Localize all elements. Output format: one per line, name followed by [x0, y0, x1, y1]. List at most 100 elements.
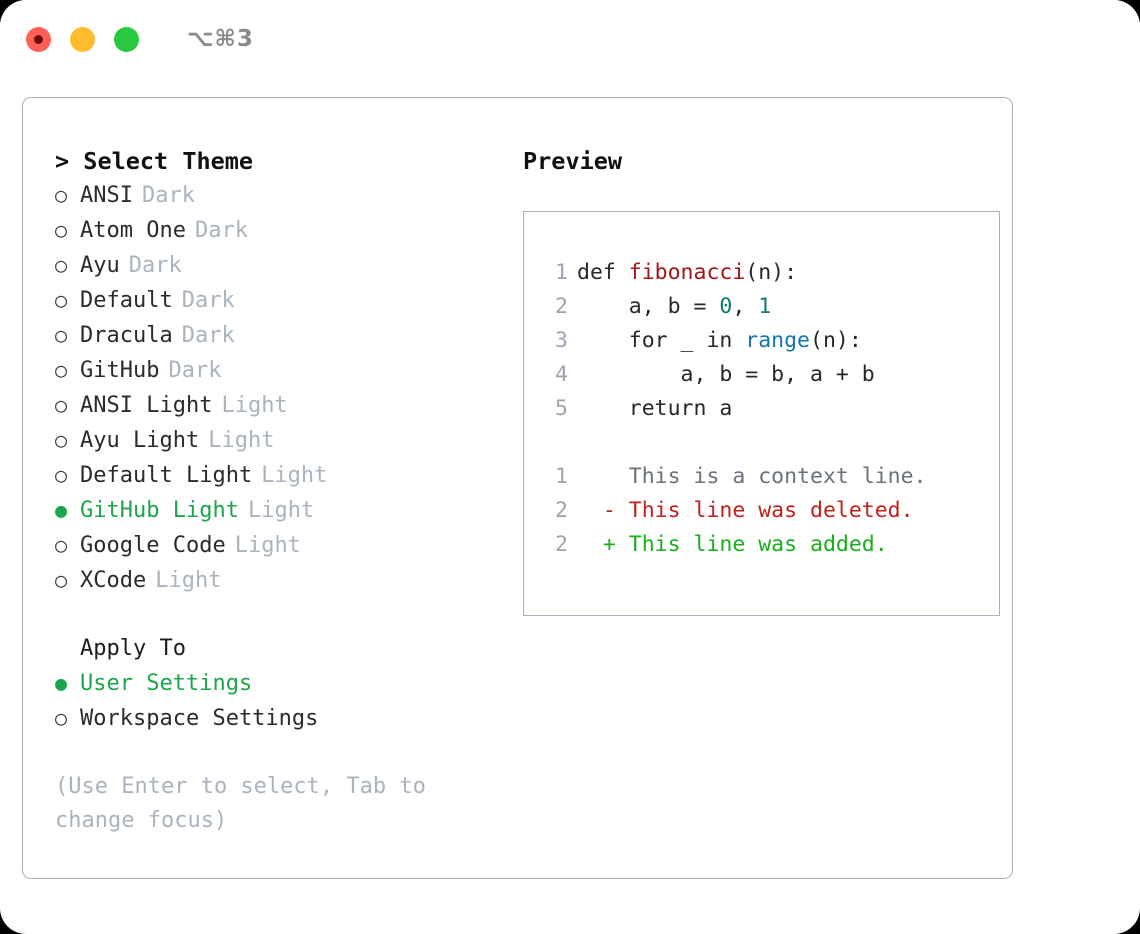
theme-option-label: XCode: [80, 568, 147, 593]
theme-option-label: Default: [80, 288, 173, 313]
code-line-number: 3: [555, 328, 568, 353]
diff-line-text: This line was added.: [615, 532, 888, 557]
code-line: 4 a, b = b, a + b: [542, 358, 999, 392]
code-token-func: fibonacci: [628, 260, 746, 285]
code-line: 3 for _ in range(n):: [542, 324, 999, 358]
close-window-button[interactable]: [26, 26, 51, 52]
code-line: 1 def fibonacci(n):: [542, 256, 999, 290]
code-line-number: 4: [555, 362, 568, 387]
theme-option-row[interactable]: ○ ANSI Dark: [55, 178, 501, 213]
theme-variant-tag: Dark: [181, 323, 235, 348]
diff-line: 2 + This line was added.: [542, 528, 999, 562]
apply-to-option-row[interactable]: ● User Settings: [55, 666, 501, 701]
code-token-plain: return a: [577, 396, 733, 421]
radio-selected-icon[interactable]: ●: [55, 671, 68, 695]
theme-option-row[interactable]: ● GitHub Light Light: [55, 493, 501, 528]
diff-line-text: This line was deleted.: [615, 498, 914, 523]
theme-variant-tag: Light: [221, 393, 288, 418]
theme-variant-tag: Light: [247, 498, 315, 523]
theme-variant-tag: Dark: [128, 253, 182, 278]
radio-unselected-icon[interactable]: ○: [55, 533, 68, 557]
radio-selected-icon[interactable]: ●: [55, 498, 68, 522]
radio-unselected-icon[interactable]: ○: [55, 183, 68, 207]
theme-option-row[interactable]: ○ GitHub Dark: [55, 353, 501, 388]
theme-option-label: Dracula: [80, 323, 173, 348]
theme-option-label: ANSI: [80, 183, 133, 208]
code-token-plain: for _ in: [577, 328, 746, 353]
theme-variant-tag: Dark: [181, 288, 235, 313]
keyboard-shortcut-label: ⌥⌘3: [187, 26, 254, 52]
radio-unselected-icon[interactable]: ○: [55, 568, 68, 592]
theme-option-label: GitHub Light: [80, 498, 239, 523]
keyboard-hint-text: (Use Enter to select, Tab to change focu…: [55, 774, 426, 833]
code-token-plain: ,: [732, 294, 759, 319]
radio-unselected-icon[interactable]: ○: [55, 288, 68, 312]
radio-unselected-icon[interactable]: ○: [55, 428, 68, 452]
apply-to-list[interactable]: ● User Settings ○ Workspace Settings: [55, 666, 501, 736]
radio-unselected-icon[interactable]: ○: [55, 358, 68, 382]
code-token-num: 0: [719, 294, 733, 319]
theme-option-row[interactable]: ○ Default Dark: [55, 283, 501, 318]
code-token-num: 1: [758, 294, 772, 319]
theme-option-label: Default Light: [80, 463, 253, 488]
code-token-plain: def: [577, 260, 629, 285]
code-line: 5 return a: [542, 392, 999, 426]
maximize-window-button[interactable]: [114, 26, 139, 52]
theme-option-row[interactable]: ○ XCode Light: [55, 563, 501, 598]
diff-marker: [577, 460, 616, 494]
preview-title: Preview: [523, 147, 623, 175]
theme-option-row[interactable]: ○ Dracula Dark: [55, 318, 501, 353]
code-token-plain: a, b = b, a + b: [577, 362, 875, 387]
diff-line-number: 2: [555, 532, 568, 557]
apply-to-option-label: Workspace Settings: [80, 706, 319, 731]
code-line-number: 1: [555, 260, 568, 285]
theme-variant-tag: Light: [234, 533, 301, 558]
apply-to-header: Apply To: [80, 636, 186, 661]
theme-variant-tag: Dark: [168, 358, 222, 383]
theme-option-label: Ayu: [80, 253, 120, 278]
diff-marker: -: [577, 498, 616, 523]
theme-option-label: GitHub: [80, 358, 160, 383]
diff-line-number: 1: [555, 464, 568, 489]
diff-line: 2 - This line was deleted.: [542, 494, 999, 528]
apply-to-option-row[interactable]: ○ Workspace Settings: [55, 701, 501, 736]
theme-variant-tag: Light: [155, 568, 222, 593]
radio-unselected-icon[interactable]: ○: [55, 463, 68, 487]
theme-option-label: Google Code: [80, 533, 226, 558]
diff-line-number: 2: [555, 498, 568, 523]
code-line: 2 a, b = 0, 1: [542, 290, 999, 324]
code-token-plain: (n):: [810, 328, 862, 353]
minimize-window-button[interactable]: [70, 26, 95, 52]
theme-option-row[interactable]: ○ Ayu Dark: [55, 248, 501, 283]
titlebar: ⌥⌘3: [0, 0, 1140, 78]
theme-option-label: Ayu Light: [80, 428, 200, 453]
theme-option-label: ANSI Light: [80, 393, 213, 418]
radio-unselected-icon[interactable]: ○: [55, 393, 68, 417]
radio-unselected-icon[interactable]: ○: [55, 323, 68, 347]
code-token-plain: a, b =: [577, 294, 720, 319]
radio-unselected-icon[interactable]: ○: [55, 218, 68, 242]
select-theme-header: > Select Theme: [55, 147, 254, 175]
theme-variant-tag: Dark: [141, 183, 195, 208]
theme-option-row[interactable]: ○ ANSI Light Light: [55, 388, 501, 423]
theme-option-row[interactable]: ○ Google Code Light: [55, 528, 501, 563]
code-line-number: 5: [555, 396, 568, 421]
code-token-plain: (n):: [745, 260, 798, 285]
theme-variant-tag: Light: [261, 463, 328, 488]
apply-to-option-label: User Settings: [80, 671, 253, 696]
theme-option-row[interactable]: ○ Default Light Light: [55, 458, 501, 493]
diff-line: 1 This is a context line.: [542, 460, 999, 494]
theme-option-label: Atom One: [80, 218, 186, 243]
radio-unselected-icon[interactable]: ○: [55, 253, 68, 277]
diff-line-text: This is a context line.: [615, 464, 927, 489]
code-line-number: 2: [555, 294, 568, 319]
radio-unselected-icon[interactable]: ○: [55, 706, 68, 730]
